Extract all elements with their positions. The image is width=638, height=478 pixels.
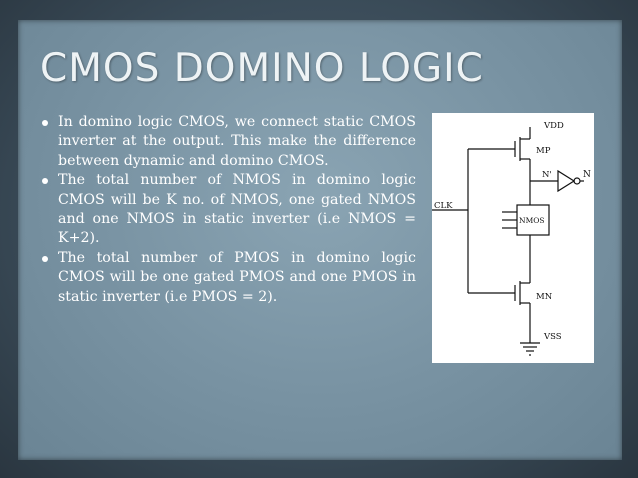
circuit-schematic: VDD MP N' N CLK NMOS MN VSS: [432, 121, 591, 356]
mp-label: MP: [536, 146, 551, 156]
n-label: N: [583, 170, 591, 180]
vdd-label: VDD: [543, 121, 564, 131]
bullet-list: In domino logic CMOS, we connect static …: [40, 113, 416, 307]
n-prime-label: N': [542, 170, 552, 180]
nmos-label: NMOS: [519, 216, 545, 225]
inverter-symbol: [557, 169, 576, 193]
vss-label: VSS: [543, 332, 562, 342]
bullet-item: The total number of NMOS in domino logic…: [40, 171, 416, 249]
clk-label: CLK: [434, 201, 453, 211]
slide-title: CMOS DOMINO LOGIC: [40, 46, 484, 91]
mn-label: MN: [536, 292, 553, 302]
bullet-item: In domino logic CMOS, we connect static …: [40, 113, 416, 171]
domino-logic-circuit-diagram: VDD MP N' N CLK NMOS MN VSS: [432, 113, 594, 363]
bullet-item: The total number of PMOS in domino logic…: [40, 249, 416, 307]
